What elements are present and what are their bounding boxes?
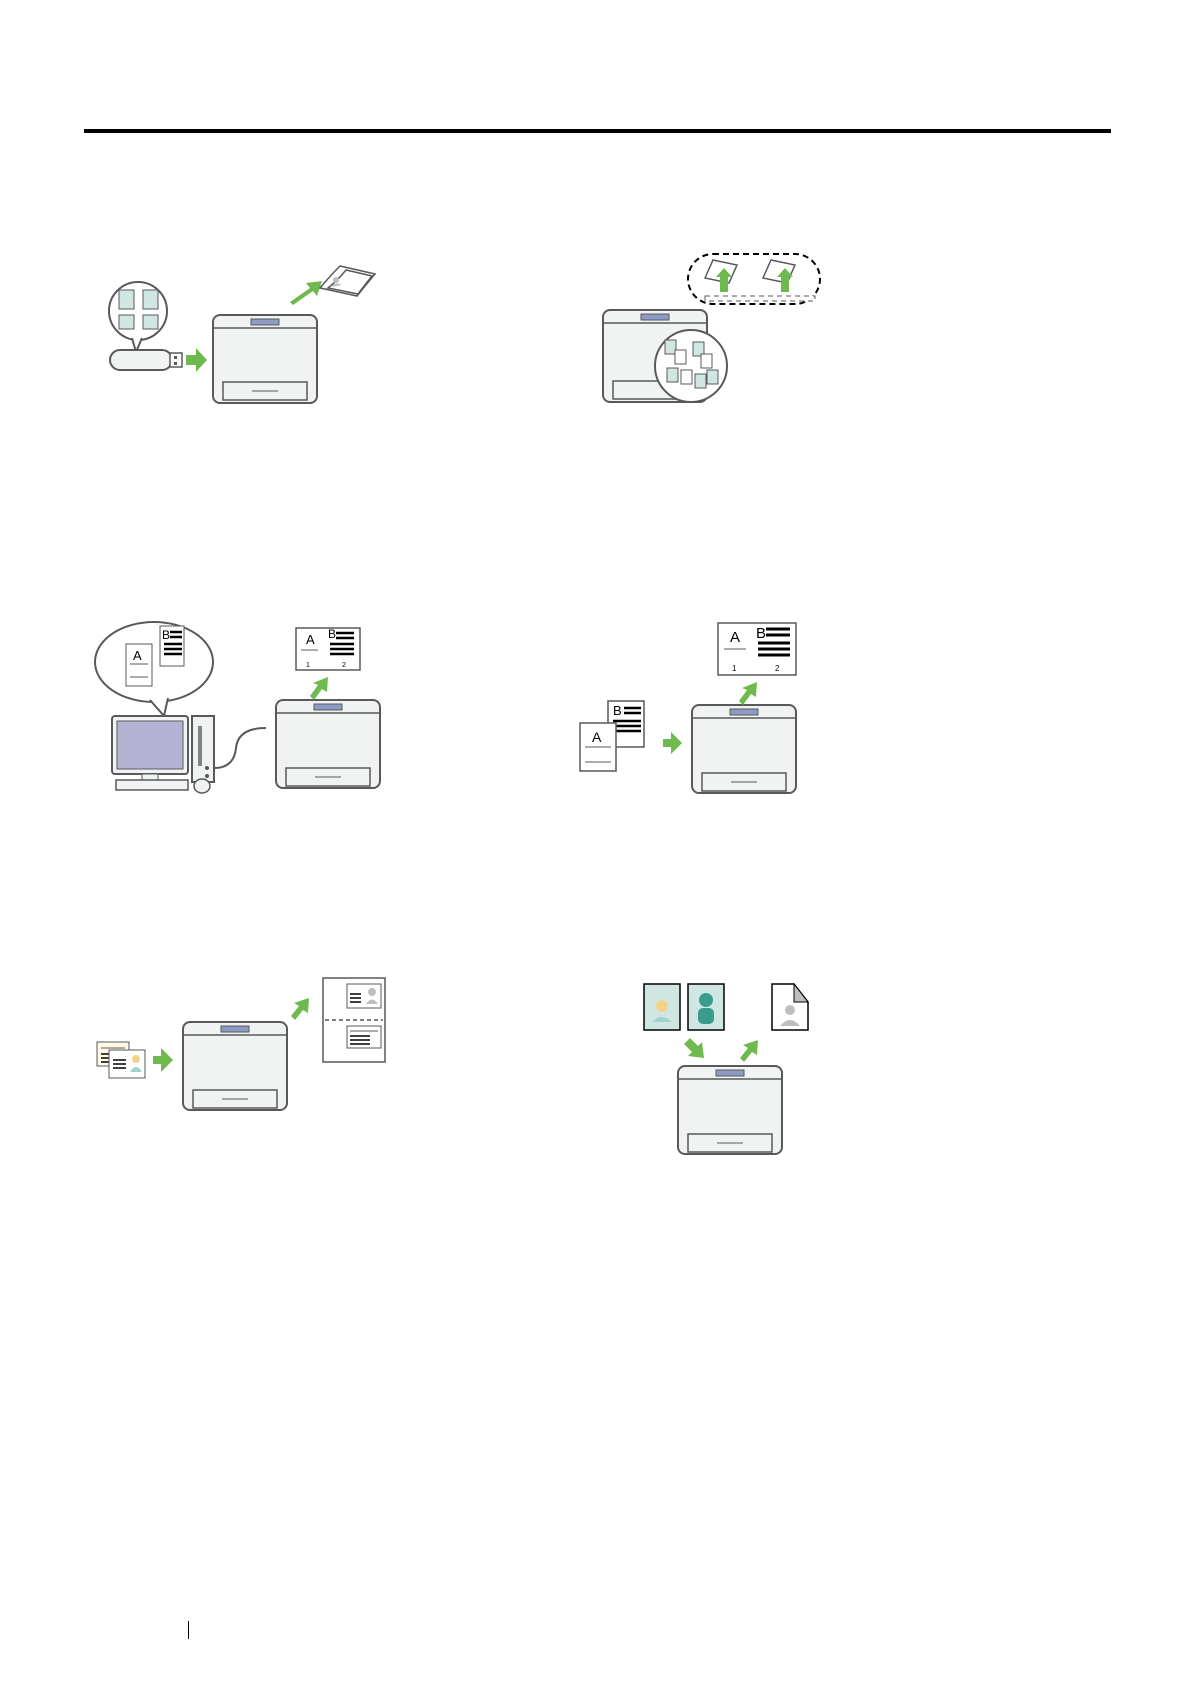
figure-photo-copy — [640, 980, 820, 1160]
photos-icon — [644, 984, 724, 1030]
arrow-icon — [153, 1048, 173, 1072]
stored-documents-icon — [655, 330, 727, 402]
output-label-b: B — [328, 627, 336, 641]
combined-page-icon — [323, 978, 385, 1062]
arrow-icon — [739, 682, 757, 705]
page-label-a: A — [133, 648, 142, 663]
printer-icon — [678, 1066, 782, 1154]
original-label-a: A — [592, 729, 602, 745]
arrow-icon — [310, 677, 328, 700]
n-up-page-icon: A B 1 2 — [296, 627, 360, 670]
figure-id-card-copy — [95, 970, 395, 1120]
printer-icon — [183, 1022, 287, 1110]
printer-icon — [276, 700, 380, 788]
page-label-b: B — [162, 628, 170, 642]
printer-icon — [213, 315, 317, 403]
printed-page-icon — [320, 266, 375, 296]
bubble-icon: B A — [95, 622, 213, 716]
figure-n-up-copy: B A A B 1 2 — [580, 615, 820, 800]
page-number-2: 2 — [342, 662, 346, 669]
arrow-icon — [684, 1038, 704, 1058]
usb-bubble-icon — [109, 282, 167, 352]
figure-usb-direct-print — [100, 260, 390, 410]
printer-icon — [692, 705, 796, 793]
originals-icon: B A — [580, 701, 644, 771]
page-number-1: 1 — [306, 662, 310, 669]
copy-label-b: B — [756, 625, 766, 642]
original-label-b: B — [613, 703, 622, 718]
arrow-icon — [290, 281, 322, 305]
output-page-icon — [772, 984, 808, 1030]
figure-n-up-print: B A — [92, 620, 392, 800]
output-label-a: A — [306, 632, 315, 647]
header-rule — [84, 129, 1111, 133]
footer-marker — [188, 1621, 189, 1639]
id-card-icon — [97, 1042, 145, 1078]
arrow-icon — [663, 732, 682, 754]
usb-drive-icon — [110, 350, 182, 370]
n-up-page-icon: A B 1 2 — [718, 623, 796, 675]
arrow-icon — [291, 998, 309, 1020]
arrow-icon — [740, 1040, 758, 1062]
arrow-icon — [186, 348, 207, 372]
copy-label-a: A — [730, 629, 740, 646]
cable-icon — [214, 728, 266, 768]
copy-page-number-1: 1 — [732, 664, 737, 673]
computer-icon — [112, 716, 214, 793]
figure-stored-print — [595, 250, 855, 410]
printed-pages-icon — [688, 254, 820, 304]
copy-page-number-2: 2 — [775, 664, 780, 673]
